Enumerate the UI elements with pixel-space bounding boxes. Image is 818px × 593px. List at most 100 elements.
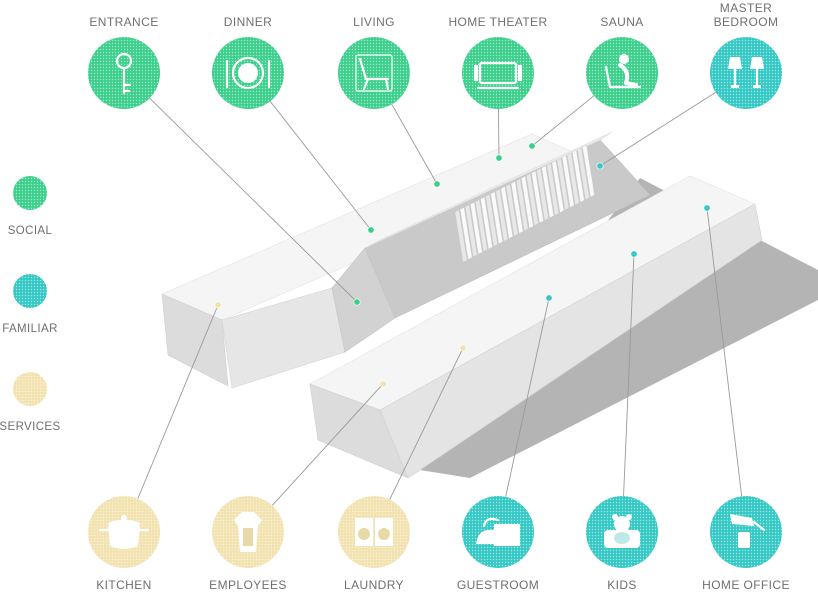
- guestroom-leader-line: [505, 297, 550, 497]
- home-theater-label: HOME THEATER: [448, 15, 547, 29]
- laundry-bubble-texture: [338, 496, 410, 568]
- room-anchor-dots: [214, 142, 711, 388]
- home-office-leader-line: [706, 207, 743, 497]
- screen-icon: [474, 61, 522, 90]
- louvre-fin: [566, 152, 580, 206]
- entrance-anchor-dot: [353, 298, 361, 306]
- louvre-fin: [531, 170, 544, 224]
- louvre-fin: [577, 147, 590, 200]
- legend-familiar-texture: [13, 274, 47, 308]
- louvre-fin: [454, 209, 468, 263]
- louvre-fin: [470, 201, 483, 255]
- louvre-fin: [582, 144, 595, 198]
- armchair-icon: [355, 54, 393, 92]
- cooking-pot-icon: [98, 515, 150, 549]
- guestroom-label: GUESTROOM: [457, 578, 539, 592]
- sauna-label: SAUNA: [600, 15, 643, 29]
- building-massing: [161, 131, 818, 479]
- bed-pillow-icon: [476, 517, 520, 546]
- louvre-fin: [536, 168, 549, 221]
- master-bedroom-anchor-dot: [596, 162, 604, 170]
- kids-anchor-dot: [630, 250, 638, 258]
- employees-anchor-dot: [379, 380, 387, 388]
- left-wing-front: [161, 293, 229, 387]
- room-laundry: LAUNDRY: [338, 496, 410, 592]
- kitchen-leader-line: [137, 304, 219, 499]
- kids-leader-line: [623, 253, 635, 497]
- home-theater-leader-line: [497, 108, 500, 159]
- room-entrance: ENTRANCE: [88, 15, 160, 109]
- desk-lamp-icon: [730, 514, 766, 548]
- living-anchor-dot: [433, 180, 441, 188]
- living-bubble-texture: [338, 37, 410, 109]
- master-bedroom-bubble-texture: [710, 37, 782, 109]
- legend-social-texture: [13, 176, 47, 210]
- entrance-label: ENTRANCE: [89, 15, 158, 29]
- notch-face: [331, 247, 396, 353]
- kitchen-label: KITCHEN: [96, 578, 151, 592]
- living-label: LIVING: [353, 15, 395, 29]
- louvre-fin: [521, 175, 534, 229]
- louvre-fin: [561, 155, 575, 208]
- louvre-fin: [464, 204, 478, 258]
- louvre-fin: [556, 157, 570, 211]
- kitchen-anchor-dot: [214, 301, 222, 309]
- entrance-leader-line: [149, 97, 358, 303]
- room-dinner: DINNER: [212, 15, 284, 109]
- legend-services-label: SERVICES: [0, 421, 61, 433]
- center-slab-top: [364, 131, 613, 249]
- leader-lines: [137, 91, 743, 506]
- legend-familiar-label: FAMILIAR: [2, 323, 58, 335]
- washing-machine-icon: [355, 518, 393, 546]
- key-icon: [115, 52, 133, 95]
- legend-social-label: SOCIAL: [8, 225, 53, 237]
- louvre-fin: [480, 196, 493, 250]
- laundry-anchor-dot: [459, 344, 467, 352]
- legend-services: SERVICES: [0, 372, 61, 433]
- louvre-screen: [454, 144, 595, 263]
- employees-leader-line: [271, 383, 384, 506]
- room-kitchen: KITCHEN: [88, 496, 160, 592]
- living-leader-line: [391, 104, 438, 185]
- louvre-fin: [495, 188, 509, 242]
- right-wing-long-side: [379, 203, 763, 479]
- louvre-fin: [459, 207, 473, 260]
- home-office-label: HOME OFFICE: [702, 578, 790, 592]
- room-guestroom: GUESTROOM: [457, 496, 539, 592]
- louvre-fin: [510, 181, 524, 234]
- room-sauna: SAUNA: [586, 15, 658, 109]
- dinner-leader-line: [269, 101, 372, 231]
- dinner-anchor-dot: [367, 226, 375, 234]
- louvre-fin: [500, 186, 514, 239]
- laundry-leader-line: [389, 347, 464, 500]
- home-theater-anchor-dot: [495, 154, 503, 162]
- louvre-fin: [526, 173, 539, 226]
- room-home-office: HOME OFFICE: [702, 496, 790, 592]
- louvre-fin: [546, 162, 560, 216]
- sauna-person-icon: [604, 54, 642, 89]
- bedside-lamps-icon: [728, 57, 764, 88]
- louvre-fin: [572, 149, 585, 203]
- louvre-fin: [490, 191, 503, 245]
- legend-familiar: FAMILIAR: [2, 274, 58, 335]
- guestroom-anchor-dot: [545, 294, 553, 302]
- room-living: LIVING: [338, 15, 410, 109]
- room-employees: EMPLOYEES: [209, 496, 287, 592]
- louvre-fin: [475, 199, 488, 252]
- teddy-bear-icon: [604, 514, 640, 548]
- plate-icon: [225, 56, 271, 90]
- sauna-anchor-dot: [528, 142, 536, 150]
- louvre-fin: [485, 194, 498, 247]
- sauna-leader-line: [531, 95, 595, 147]
- legend-services-texture: [13, 372, 47, 406]
- kids-label: KIDS: [607, 578, 637, 592]
- room-home-theater: HOME THEATER: [448, 15, 547, 109]
- legend-social: SOCIAL: [8, 176, 53, 237]
- home-office-anchor-dot: [703, 204, 711, 212]
- employees-label: EMPLOYEES: [209, 578, 287, 592]
- master-bedroom-label: BEDROOM: [714, 15, 779, 29]
- louvre-fin: [551, 160, 565, 213]
- louvre-fin: [541, 165, 554, 219]
